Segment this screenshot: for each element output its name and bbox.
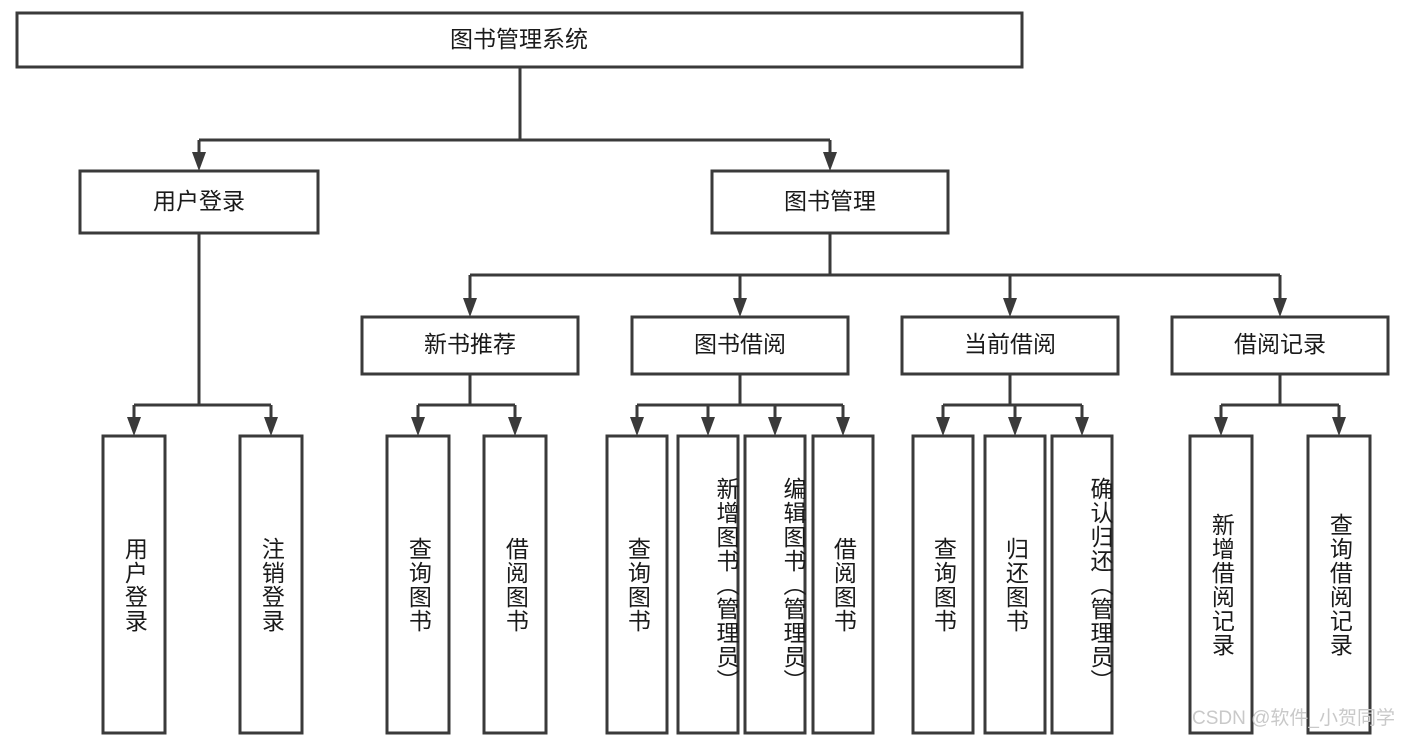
arrow-record-leaf2	[1332, 417, 1346, 436]
arrow-root-to-user	[192, 152, 206, 171]
node-book-borrow-label: 图书借阅	[694, 331, 786, 357]
arrow-record-leaf1	[1214, 417, 1228, 436]
leaf-box-logout-login[interactable]	[238, 434, 304, 735]
leaf-box-add-borrow-record[interactable]	[1188, 434, 1254, 735]
arrow-userlogin-leaf2	[264, 417, 278, 436]
leaf-box-return-book[interactable]	[983, 434, 1047, 735]
arrow-borrow-leaf1	[630, 417, 644, 436]
arrow-newbook-leaf2	[508, 417, 522, 436]
leaf-box-query-book-borrow[interactable]	[605, 434, 669, 735]
arrow-borrow-leaf4	[836, 417, 850, 436]
leaf-box-add-book-admin[interactable]	[676, 434, 740, 735]
arrow-newbook-leaf1	[411, 417, 425, 436]
csdn-watermark: CSDN @软件_小贺同学	[1192, 708, 1395, 729]
connector-group-new-book	[411, 374, 522, 436]
leaf-box-query-borrow-record[interactable]	[1306, 434, 1372, 735]
node-current-borrow-box[interactable]	[900, 315, 1120, 376]
node-user-login[interactable]: 用户登录	[78, 169, 320, 235]
connector-group-root	[192, 67, 837, 171]
arrow-bookmgmt-to-record	[1273, 298, 1287, 317]
node-root-label: 图书管理系统	[450, 26, 588, 52]
node-borrow-record[interactable]: 借阅记录	[1170, 315, 1390, 376]
node-borrow-record-box[interactable]	[1170, 315, 1390, 376]
arrow-bookmgmt-to-newbook	[463, 298, 477, 317]
leaf-box-query-book-new[interactable]	[385, 434, 451, 735]
connector-group-borrow-record	[1214, 374, 1346, 436]
connector-group-user-login	[127, 233, 278, 436]
connector-group-book-mgmt	[463, 233, 1287, 317]
arrow-userlogin-leaf1	[127, 417, 141, 436]
node-borrow-record-label: 借阅记录	[1234, 331, 1326, 357]
node-new-book-recommend-box[interactable]	[360, 315, 580, 376]
arrow-current-leaf2	[1008, 417, 1022, 436]
arrow-current-leaf3	[1075, 417, 1089, 436]
arrow-bookmgmt-to-current	[1003, 298, 1017, 317]
node-new-book-recommend[interactable]: 新书推荐	[360, 315, 580, 376]
arrow-current-leaf1	[936, 417, 950, 436]
connector-group-book-borrow	[630, 374, 850, 436]
node-new-book-recommend-label: 新书推荐	[424, 331, 516, 357]
node-book-management-label: 图书管理	[784, 188, 876, 214]
node-root[interactable]: 图书管理系统	[15, 11, 1024, 69]
node-user-login-box[interactable]	[78, 169, 320, 235]
arrow-borrow-leaf2	[701, 417, 715, 436]
node-current-borrow-label: 当前借阅	[964, 331, 1056, 357]
leaf-box-query-book-current[interactable]	[911, 434, 975, 735]
leaf-box-user-login[interactable]	[101, 434, 167, 735]
arrow-root-to-book	[823, 152, 837, 171]
node-root-box[interactable]	[15, 11, 1024, 69]
leaf-box-borrow-book-new[interactable]	[482, 434, 548, 735]
node-book-borrow[interactable]: 图书借阅	[630, 315, 850, 376]
node-user-login-label: 用户登录	[153, 188, 245, 214]
node-book-management[interactable]: 图书管理	[710, 169, 950, 235]
arrow-borrow-leaf3	[768, 417, 782, 436]
leaf-box-borrow-book[interactable]	[811, 434, 875, 735]
node-book-borrow-box[interactable]	[630, 315, 850, 376]
arrow-bookmgmt-to-borrow	[733, 298, 747, 317]
node-current-borrow[interactable]: 当前借阅	[900, 315, 1120, 376]
connector-group-current-borrow	[936, 374, 1089, 436]
leaf-box-edit-book-admin[interactable]	[743, 434, 807, 735]
node-book-management-box[interactable]	[710, 169, 950, 235]
leaf-box-confirm-return-admin[interactable]	[1050, 434, 1114, 735]
